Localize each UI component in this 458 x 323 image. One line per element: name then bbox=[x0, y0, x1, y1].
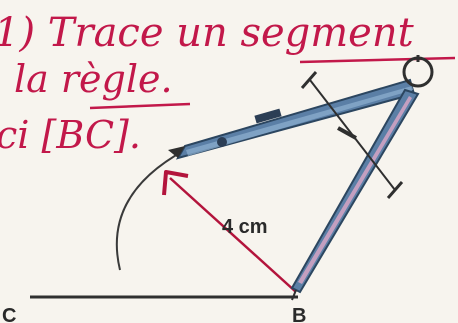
segment-underline bbox=[299, 56, 456, 64]
arrow-head-icon bbox=[162, 170, 189, 196]
compass-arc bbox=[115, 149, 186, 271]
instruction-line-1: 1) Trace un segment bbox=[0, 10, 415, 56]
instruction-line-2: la règle. bbox=[14, 57, 173, 101]
compass-icon bbox=[168, 55, 434, 301]
regle-underline bbox=[89, 102, 191, 110]
radius-arrow bbox=[162, 170, 297, 293]
instruction-text: 1) Trace un segment la règle. ci [BC]. bbox=[0, 10, 456, 157]
instruction-line-3: ci [BC]. bbox=[0, 113, 141, 157]
radius-label: 4 cm bbox=[222, 216, 268, 238]
point-b-label: B bbox=[292, 305, 306, 323]
point-c-label: C bbox=[2, 305, 16, 323]
